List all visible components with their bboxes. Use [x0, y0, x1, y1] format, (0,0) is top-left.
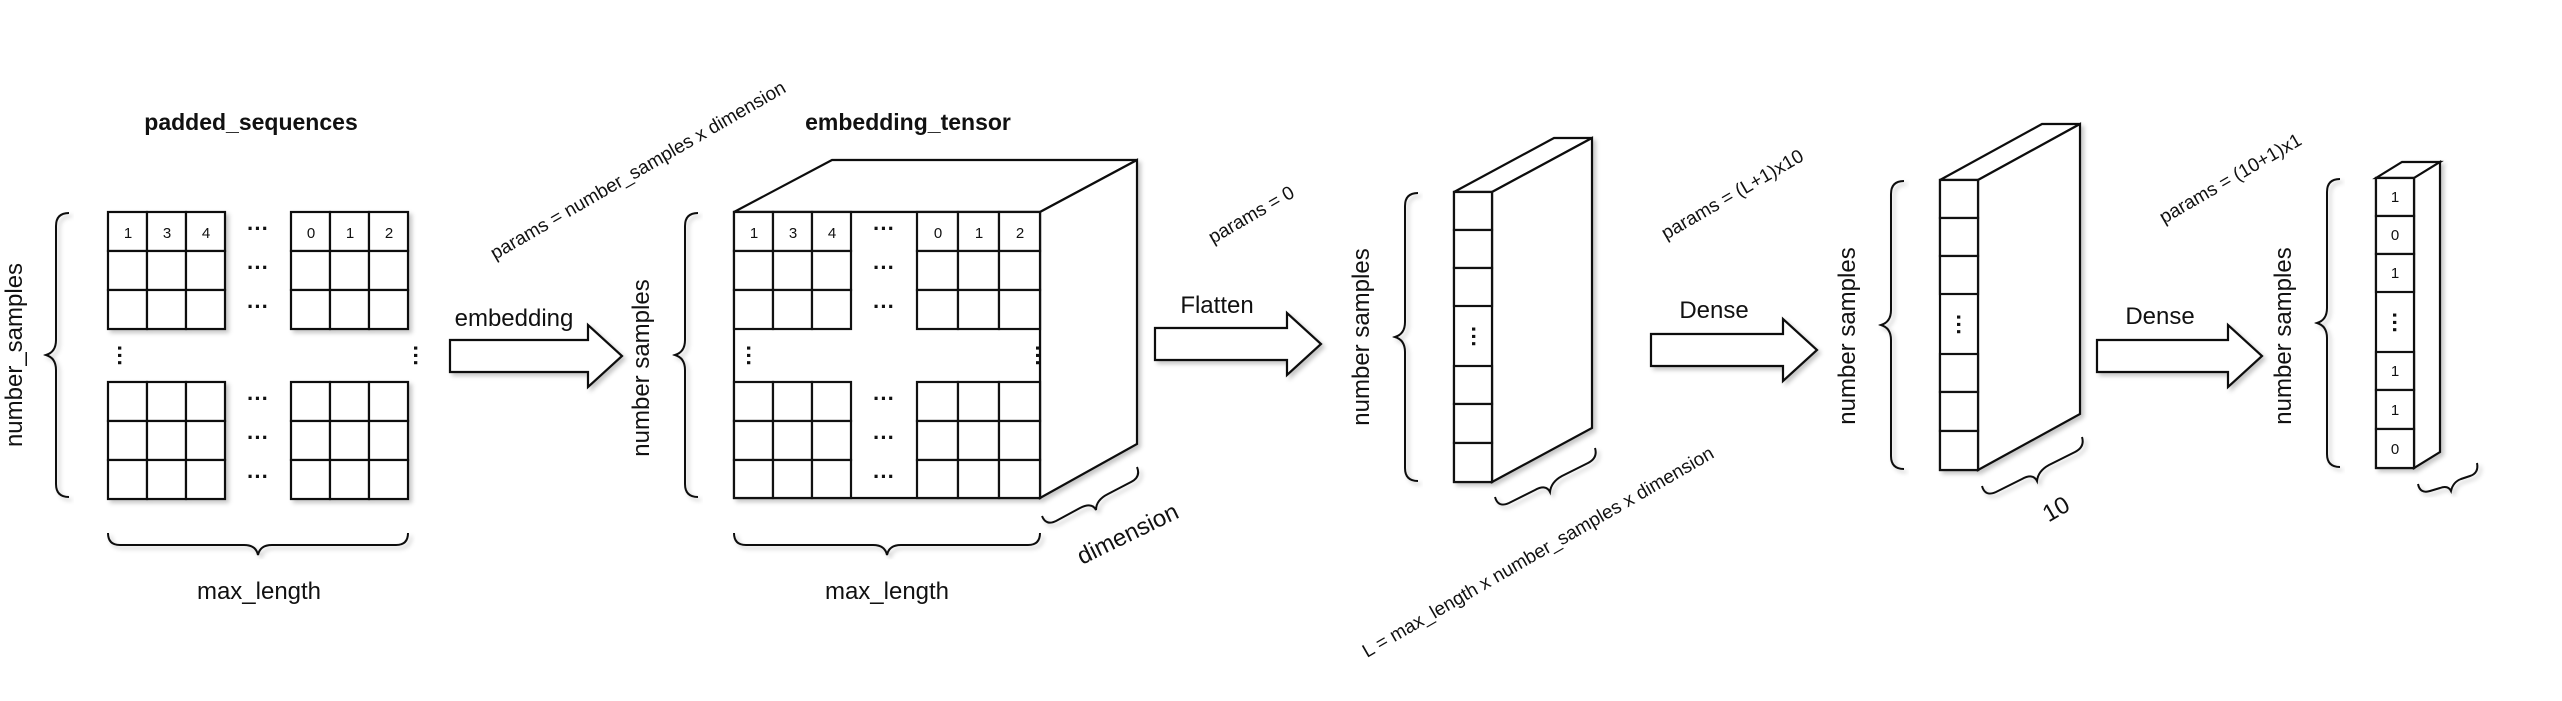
padded-sequences-title: padded_sequences [144, 109, 357, 135]
flatten-params: params = 0 [1205, 182, 1298, 248]
svg-text:···: ··· [247, 294, 269, 319]
dense2-params: params = (10+1)x1 [2156, 130, 2306, 228]
flatten-arrow: Flatten params = 0 [1153, 182, 1323, 378]
embedding-cell-value: 1 [975, 225, 983, 242]
svg-text:···: ··· [247, 255, 269, 280]
dense1-rows-brace [1877, 180, 1905, 470]
embedding-tensor-block: embedding_tensor number samples 1 3 4 0 … [628, 109, 1183, 605]
svg-text:···: ··· [247, 216, 269, 241]
svg-text:···: ··· [107, 345, 132, 367]
padded-grid-top-right [289, 210, 410, 331]
padded-cols-label: max_length [197, 578, 321, 605]
padded-cell-value: 2 [385, 225, 393, 242]
dense2-rows-label: number samples [2270, 247, 2297, 424]
embedding-depth-brace [1041, 466, 1140, 524]
padded-ellipsis-marks: ··· ··· ··· ··· ··· ··· ··· ··· [107, 216, 428, 489]
embedding-ellipsis-marks: ··· ··· ··· ··· ··· ··· ··· ··· [736, 216, 1050, 489]
svg-text:···: ··· [247, 425, 269, 450]
svg-text:···: ··· [873, 255, 895, 280]
embedding-tensor-title: embedding_tensor [805, 109, 1011, 135]
flatten-cells [1452, 190, 1494, 484]
dense2-cell-value: 0 [2391, 441, 2399, 458]
dense2-ellipsis: ··· [2382, 312, 2407, 334]
dense1-params: params = (L+1)x10 [1658, 146, 1808, 244]
dense2-width-brace [2417, 462, 2479, 494]
padded-grid-top-left [106, 210, 227, 331]
dense-arrow-1: Dense params = (L+1)x10 [1649, 146, 1819, 384]
embedding-cell-value: 1 [750, 225, 758, 242]
dense-arrow-1-label: Dense [1679, 297, 1748, 324]
svg-text:···: ··· [873, 386, 895, 411]
dense2-cell-value: 0 [2391, 227, 2399, 244]
padded-cell-value: 0 [307, 225, 315, 242]
padded-rows-brace [42, 212, 70, 498]
flatten-rows-brace [1391, 192, 1419, 482]
dense2-cell-value: 1 [2391, 363, 2399, 380]
embedding-cols-label: max_length [825, 578, 949, 605]
svg-text:···: ··· [247, 386, 269, 411]
embedding-depth-label: dimension [1073, 498, 1183, 570]
svg-text:···: ··· [736, 345, 761, 367]
dense1-rows-label: number samples [1834, 247, 1861, 424]
flatten-rows-label: number samples [1348, 248, 1375, 425]
svg-text:···: ··· [247, 464, 269, 489]
padded-cell-value: 1 [124, 225, 132, 242]
padded-cell-value: 3 [163, 225, 171, 242]
flatten-ellipsis: ··· [1461, 326, 1486, 348]
embedding-cell-value: 4 [828, 225, 836, 242]
padded-cell-value: 1 [346, 225, 354, 242]
dense2-cell-value: 1 [2391, 402, 2399, 419]
padded-cols-brace [107, 532, 409, 556]
dense1-ellipsis: ··· [1946, 314, 1971, 336]
padded-cell-value: 4 [202, 225, 210, 242]
svg-text:···: ··· [403, 345, 428, 367]
padded-grid-bottom-left [106, 380, 227, 501]
dense2-cells [2374, 176, 2416, 470]
dense2-cell-value: 1 [2391, 265, 2399, 282]
dense2-cell-value: 1 [2391, 189, 2399, 206]
embedding-grid-top-right [915, 210, 1042, 331]
svg-text:···: ··· [873, 464, 895, 489]
flatten-arrow-label: Flatten [1180, 292, 1253, 319]
embedding-grid-bottom-left [732, 380, 853, 500]
svg-text:···: ··· [873, 425, 895, 450]
embedding-grid-bottom-right [915, 380, 1042, 500]
dense2-rows-brace [2313, 178, 2341, 468]
svg-text:···: ··· [1025, 345, 1050, 367]
flatten-length-label: L = max_length x number_samples x dimens… [1359, 443, 1718, 662]
svg-text:···: ··· [873, 294, 895, 319]
embedding-cell-value: 3 [789, 225, 797, 242]
dense1-width-label: 10 [2038, 491, 2075, 528]
svg-text:···: ··· [873, 216, 895, 241]
embedding-arrow-label: embedding [455, 305, 574, 332]
embedding-cell-value: 0 [934, 225, 942, 242]
flatten-block: ··· number samples L = max_length x numb… [1348, 136, 1718, 662]
padded-sequences-block: padded_sequences number_samples 1 3 4 0 … [1, 109, 428, 605]
embedding-grid-top-left [732, 210, 853, 331]
dense1-width-brace [1981, 436, 2084, 495]
dense2-block: 1 0 1 1 1 0 ··· number samples [2270, 160, 2479, 494]
padded-grid-bottom-right [289, 380, 410, 501]
flatten-length-brace [1494, 447, 1597, 506]
embedding-cols-brace [733, 532, 1041, 556]
dense1-block: ··· number samples 10 [1834, 122, 2084, 528]
dense1-cells [1938, 178, 1980, 472]
embedding-cell-value: 2 [1016, 225, 1024, 242]
embedding-rows-brace [671, 212, 699, 498]
dense-arrow-2-label: Dense [2125, 303, 2194, 330]
embedding-rows-label: number samples [628, 279, 655, 456]
padded-rows-label: number_samples [1, 263, 28, 447]
